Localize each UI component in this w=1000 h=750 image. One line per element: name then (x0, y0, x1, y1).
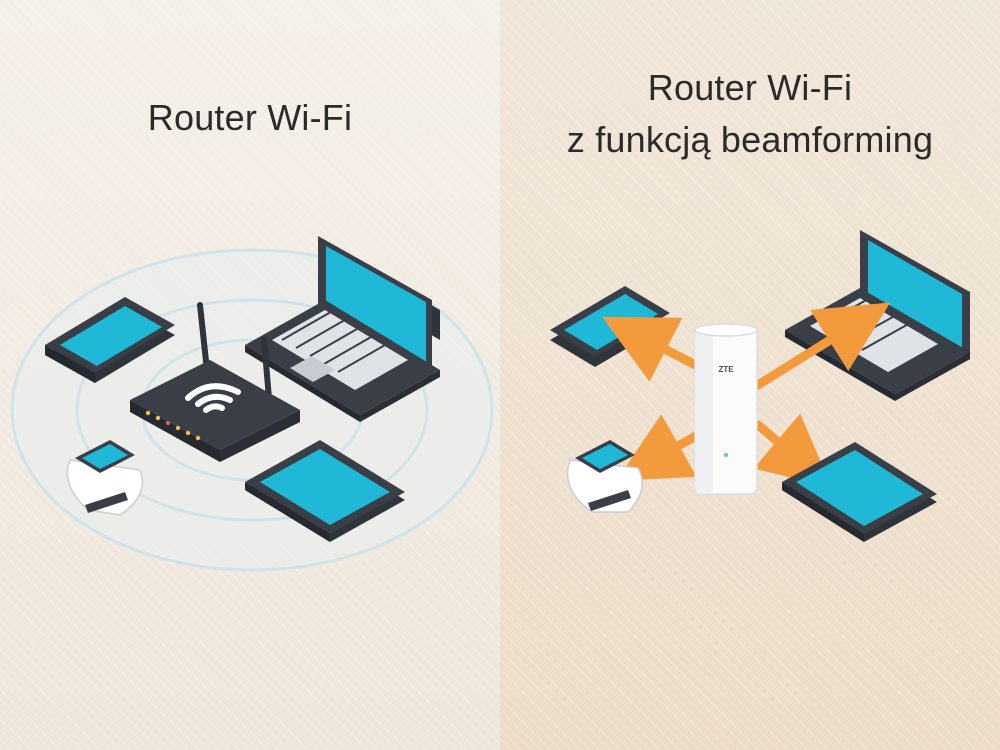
standard-router-panel: Router Wi-Fi (0, 0, 500, 750)
router-icon (130, 302, 300, 462)
tablet-icon (245, 440, 405, 542)
smartwatch-icon (66, 440, 144, 516)
tablet-icon (782, 442, 937, 542)
beamforming-title-line-1: Router Wi-Fi (647, 67, 853, 108)
standard-router-scene (10, 236, 494, 572)
beamforming-router-title: Router Wi-Fi z funkcją beamforming (500, 62, 1000, 166)
smartphone-icon (550, 286, 670, 367)
smartwatch-icon (566, 440, 643, 513)
zte-router-icon: ZTE (694, 323, 758, 495)
beamforming-title-line-2: z funkcją beamforming (566, 119, 934, 160)
beamforming-router-panel: Router Wi-Fi z funkcją beamforming (500, 0, 1000, 750)
router-brand-label: ZTE (718, 365, 734, 374)
smartphone-icon (45, 297, 175, 383)
standard-router-title: Router Wi-Fi (147, 97, 353, 138)
laptop-icon (245, 236, 440, 422)
beamforming-router-scene: ZTE (550, 230, 970, 542)
